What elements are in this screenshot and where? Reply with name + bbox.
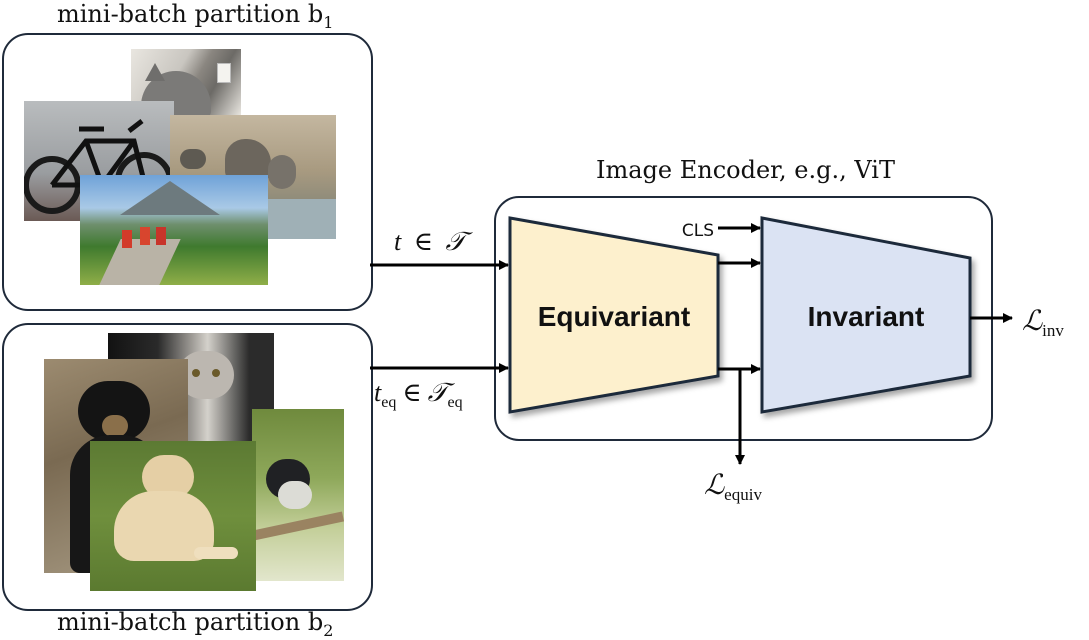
batch1-panel <box>2 33 373 311</box>
transform-eq-label: teq∈𝒯eq <box>374 378 463 411</box>
loss-equiv-label: ℒequiv <box>704 470 762 504</box>
bird-photo <box>252 409 344 581</box>
equivariant-label: Equivariant <box>538 301 690 332</box>
encoder-title: Image Encoder, e.g., ViT <box>596 156 895 184</box>
equivariant-block <box>508 216 720 414</box>
cls-label: CLS <box>682 221 714 241</box>
loss-inv-label: ℒinv <box>1022 306 1064 340</box>
cyclists-mountain-photo <box>80 175 268 285</box>
invariant-label: Invariant <box>808 301 925 332</box>
batch1-title: mini-batch partition b1 <box>57 0 334 32</box>
transform-label: t ∈ 𝒯 <box>394 227 473 256</box>
batch2-title: mini-batch partition b2 <box>57 608 334 640</box>
batch2-panel <box>2 323 373 611</box>
golden-retriever-photo <box>90 441 256 591</box>
invariant-block <box>760 216 972 414</box>
